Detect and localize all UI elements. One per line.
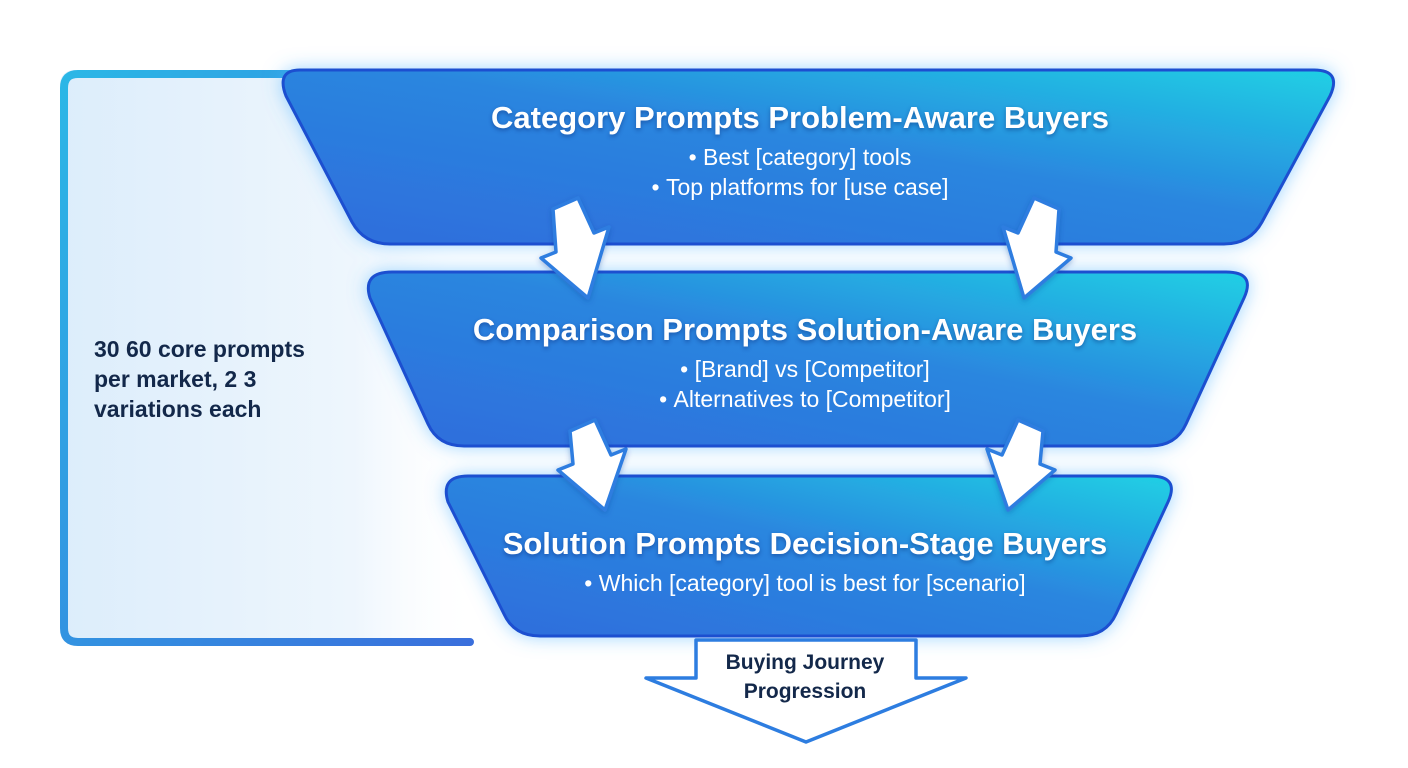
tier-category: Category Prompts Problem-Aware Buyers Be… (380, 98, 1220, 202)
side-note: 30 60 core prompts per market, 2 3 varia… (94, 334, 364, 424)
tier-title: Comparison Prompts Solution-Aware Buyers (472, 312, 1138, 347)
arrow-tier2-tier3-right (985, 418, 1057, 512)
journey-arrow (644, 638, 968, 744)
tier-title: Solution Prompts Decision-Stage Buyers (502, 526, 1108, 561)
tier-bullet: Which [category] tool is best for [scena… (440, 568, 1170, 598)
arrow-tier1-tier2-right (1001, 196, 1073, 300)
arrow-tier2-tier3-left (556, 418, 628, 512)
side-note-line: variations each (94, 396, 262, 422)
tier-bullets: [Brand] vs [Competitor] Alternatives to … (390, 354, 1220, 414)
journey-label: Buying Journey Progression (680, 648, 930, 706)
bracket-line (60, 70, 474, 646)
tier-title: Category Prompts Problem-Aware Buyers (491, 100, 1109, 135)
tier-bullets: Which [category] tool is best for [scena… (440, 568, 1170, 598)
tier-comparison: Comparison Prompts Solution-Aware Buyers… (390, 310, 1220, 414)
side-note-line: 30 60 core prompts (94, 336, 305, 362)
journey-label-line: Buying Journey (725, 651, 885, 674)
tier-solution: Solution Prompts Decision-Stage Buyers W… (440, 524, 1170, 598)
tier-bullets: Best [category] tools Top platforms for … (380, 142, 1220, 202)
tier-bullet: Top platforms for [use case] (380, 172, 1220, 202)
tier-bullet: [Brand] vs [Competitor] (390, 354, 1220, 384)
tier-bullet: Best [category] tools (380, 142, 1220, 172)
tier-bullet: Alternatives to [Competitor] (390, 384, 1220, 414)
arrow-tier1-tier2-left (539, 196, 611, 300)
journey-label-line: Progression (743, 680, 867, 703)
side-note-line: per market, 2 3 (94, 366, 257, 392)
